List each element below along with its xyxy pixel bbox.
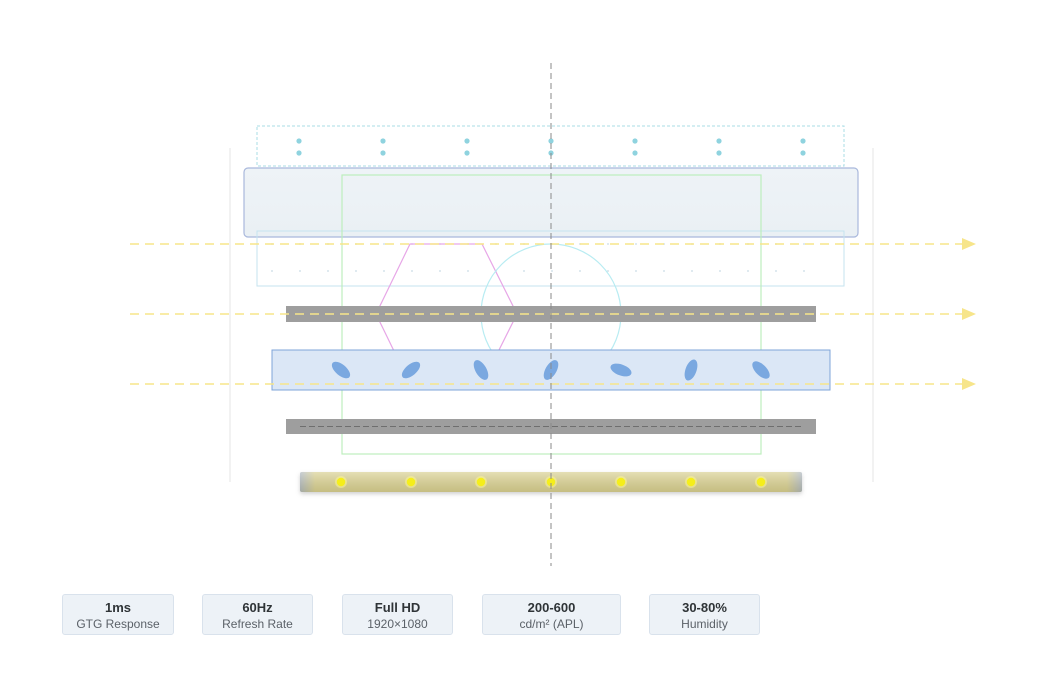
grid-dot: [719, 270, 721, 272]
spacer-dot: [464, 150, 470, 156]
grid-dot: [467, 270, 469, 272]
spec-card-humidity: 30-80% Humidity: [649, 594, 760, 635]
grid-dot: [803, 243, 805, 245]
spec-label: Humidity: [681, 617, 728, 631]
lc-molecule: [473, 360, 489, 380]
grid-dot: [635, 243, 637, 245]
led-dot: [616, 477, 626, 487]
spacer-dot: [800, 150, 806, 156]
grid-dot: [663, 270, 665, 272]
light-arrows: [130, 238, 976, 390]
grid-dot: [691, 270, 693, 272]
spacer-dot: [548, 138, 554, 144]
led-dot: [406, 477, 416, 487]
spec-value: 60Hz: [242, 600, 273, 615]
light-arrow-head: [962, 308, 976, 320]
lc-molecule: [331, 361, 351, 379]
spacer-dot: [716, 138, 722, 144]
spec-label: GTG Response: [76, 617, 160, 631]
grid-dot: [383, 243, 385, 245]
lc-molecule: [684, 359, 698, 381]
spacer-dot: [464, 138, 470, 144]
led-dot: [546, 477, 556, 487]
spec-card-refresh: 60Hz Refresh Rate: [202, 594, 313, 635]
spec-label: 1920×1080: [367, 617, 428, 631]
lc-molecule: [543, 360, 559, 380]
spec-value: Full HD: [374, 600, 421, 615]
grid-dot: [803, 270, 805, 272]
grid-dot: [551, 270, 553, 272]
grid-dot: [523, 270, 525, 272]
spacer-dots: [296, 138, 806, 156]
spec-card-brightness: 200-600 cd/m² (APL): [482, 594, 621, 635]
spacer-dot: [800, 138, 806, 144]
spacer-dot: [296, 150, 302, 156]
lc-molecule: [752, 361, 770, 379]
spacer-dot: [632, 138, 638, 144]
spacer-dot: [380, 150, 386, 156]
grid-dot: [579, 270, 581, 272]
grid-dot: [355, 270, 357, 272]
spacer-dot: [716, 150, 722, 156]
grid-dot: [299, 270, 301, 272]
spec-label: Refresh Rate: [222, 617, 293, 631]
spec-card-resolution: Full HD 1920×1080: [342, 594, 453, 635]
spec-card-response: 1ms GTG Response: [62, 594, 174, 635]
grid-dot: [327, 270, 329, 272]
grid-dot: [607, 243, 609, 245]
spec-value: 1ms: [104, 600, 132, 615]
led-dot: [686, 477, 696, 487]
grid-dot: [439, 270, 441, 272]
lc-molecule: [610, 363, 632, 377]
spec-label: cd/m² (APL): [519, 617, 584, 631]
spacer-dot: [380, 138, 386, 144]
spec-value: 200-600: [527, 600, 576, 615]
grid-dots: [271, 243, 805, 272]
spec-value: 30-80%: [682, 600, 727, 615]
grid-dot: [607, 270, 609, 272]
grid-dot: [411, 270, 413, 272]
grid-dot: [747, 270, 749, 272]
led-dot: [336, 477, 346, 487]
spacer-dot: [296, 138, 302, 144]
grid-dot: [635, 270, 637, 272]
spacer-dot: [632, 150, 638, 156]
grid-dot: [383, 270, 385, 272]
grid-dot: [271, 270, 273, 272]
lc-molecule: [401, 361, 421, 379]
light-arrow-head: [962, 238, 976, 250]
led-dot: [476, 477, 486, 487]
light-arrow-head: [962, 378, 976, 390]
led-dot: [756, 477, 766, 487]
grid-dot: [775, 270, 777, 272]
lc-molecules: [331, 359, 770, 381]
led-dots: [335, 476, 767, 488]
